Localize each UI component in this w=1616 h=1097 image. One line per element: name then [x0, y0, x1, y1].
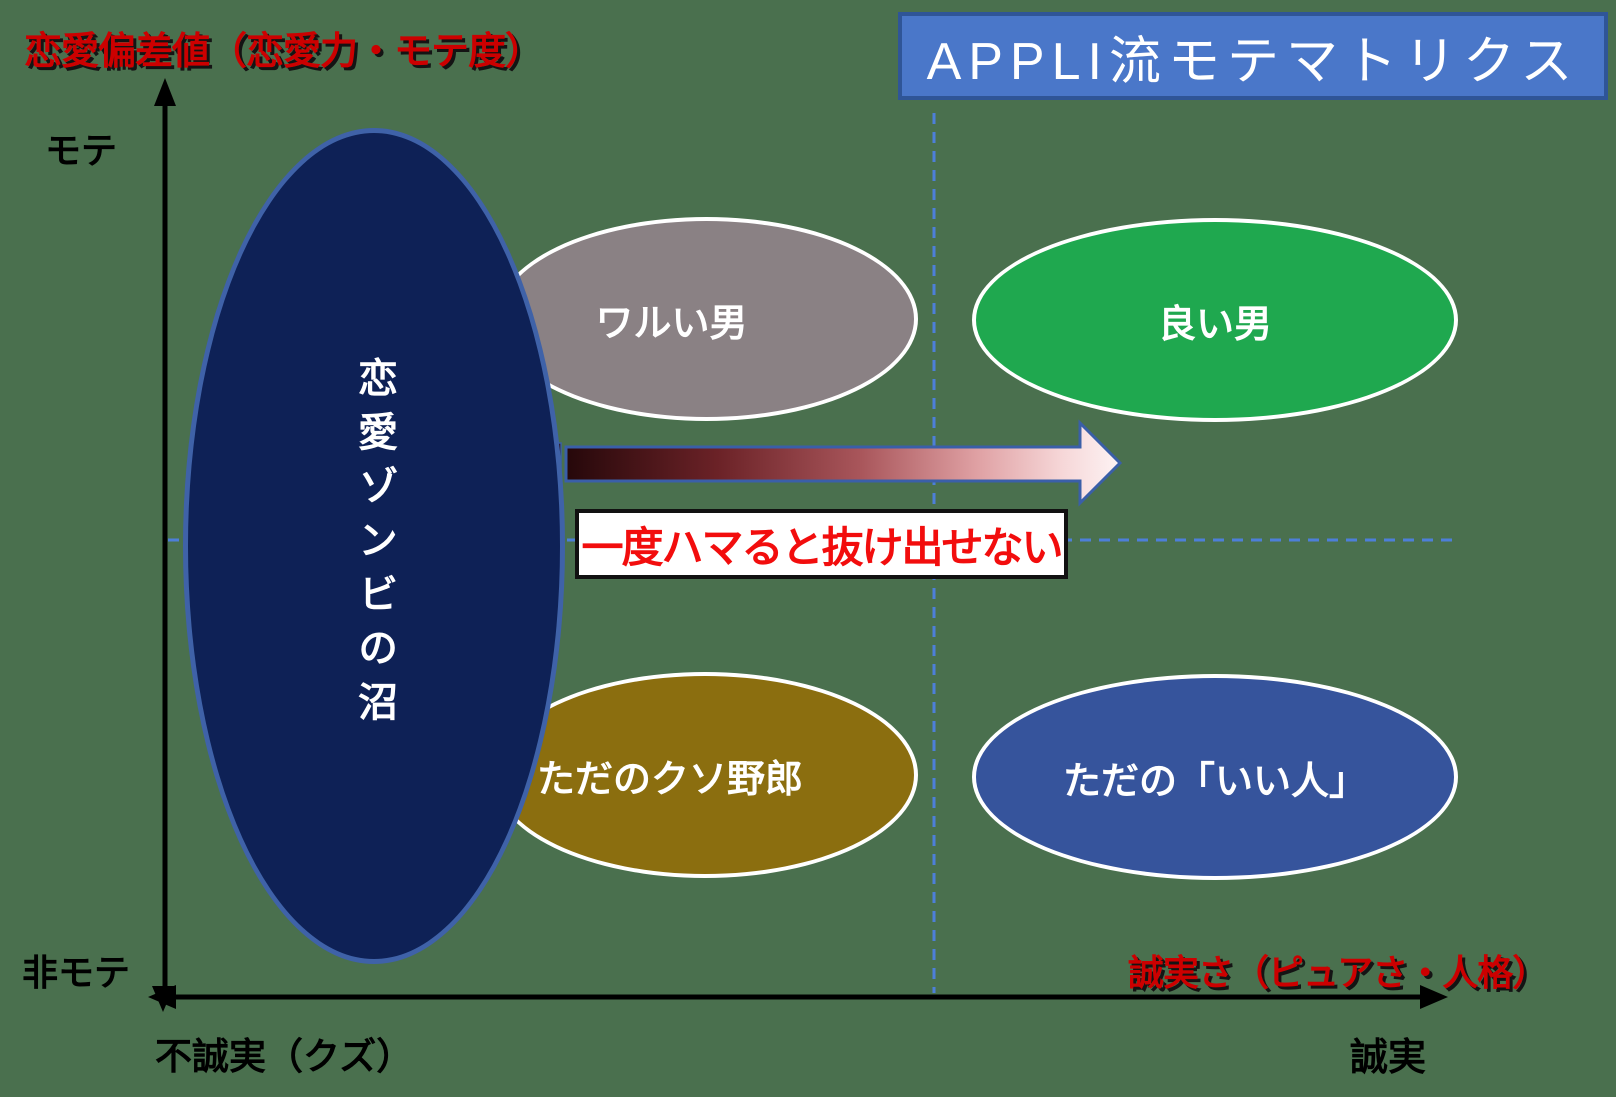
y-axis-min-label: 非モテ — [22, 952, 131, 993]
y-axis-max-label: モテ — [45, 130, 118, 171]
ellipse-good-man-label: 良い男 — [1157, 303, 1272, 346]
ellipse-kuso-yarou: ただのクソ野郎 — [492, 672, 918, 878]
y-axis-title: 恋愛偏差値（恋愛力・モテ度） — [24, 31, 543, 73]
ellipse-zombie-swamp-label: 恋愛ゾンビの沼 — [352, 357, 396, 735]
ellipse-bad-man-label: ワルい男 — [595, 302, 748, 345]
diagram-title-box: APPLI流モテマトリクス — [898, 12, 1608, 100]
ellipse-bad-man: ワルい男 — [495, 217, 918, 421]
arrow-note-text: 一度ハマると抜け出せない — [581, 523, 1063, 571]
ellipse-nice-person: ただの「いい人」 — [972, 674, 1458, 880]
arrow-note-box: 一度ハマると抜け出せない — [575, 509, 1068, 579]
x-axis-max-label: 誠実 — [1350, 1037, 1427, 1079]
ellipse-good-man: 良い男 — [972, 218, 1458, 422]
diagram-title: APPLI流モテマトリクス — [926, 32, 1580, 91]
x-axis-title: 誠実さ（ピュアさ・人格） — [1128, 952, 1548, 993]
y-axis-up-arrowhead — [154, 78, 176, 106]
x-axis-min-label: 不誠実（クズ） — [155, 1036, 414, 1077]
ellipse-zombie-swamp: 恋愛ゾンビの沼 — [183, 128, 565, 964]
ellipse-nice-person-label: ただの「いい人」 — [1062, 760, 1367, 803]
ellipse-kuso-yarou-label: ただのクソ野郎 — [536, 758, 803, 801]
gradient-arrow — [564, 419, 1123, 507]
x-axis-left-arrowhead — [148, 985, 176, 1009]
y-axis-down-arrowhead — [152, 986, 174, 1012]
